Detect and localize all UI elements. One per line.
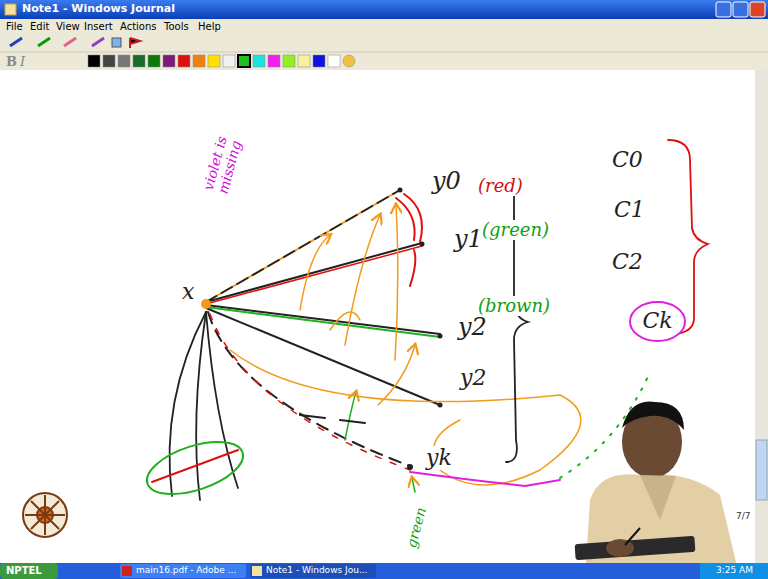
window-title: Note1 - Windows Journal [22, 3, 175, 15]
color-note: (brown) [476, 296, 552, 316]
menu-item: Help [198, 21, 221, 32]
color-note: (red) [476, 176, 525, 196]
point-label: yk [424, 446, 454, 470]
start-button: NPTEL [6, 565, 42, 576]
menu-item: View [56, 21, 80, 32]
menu-item: Edit [30, 21, 49, 32]
clock: 3:25 AM [716, 566, 753, 576]
set-label: C1 [612, 198, 647, 222]
menu-item: Tools [164, 21, 189, 32]
point-label: y0 [430, 168, 463, 194]
circled-label: Ck [628, 300, 687, 343]
menu-item: Actions [120, 21, 157, 32]
point-label: y2 [458, 366, 488, 390]
set-label: C2 [610, 250, 645, 274]
taskbar-item: Note1 - Windows Jou... [266, 566, 367, 576]
svg-text:I: I [19, 54, 26, 69]
set-label: Ck [642, 309, 673, 333]
point-label: x [180, 280, 196, 304]
set-label: C0 [610, 148, 645, 172]
color-note: (green) [480, 220, 551, 240]
svg-text:B: B [6, 54, 17, 69]
menu-item: Insert [84, 21, 113, 32]
menu-item: File [6, 21, 23, 32]
page-number: 7/7 [736, 512, 750, 522]
taskbar-item: main16.pdf - Adobe ... [136, 566, 236, 576]
point-label: y2 [456, 314, 489, 340]
